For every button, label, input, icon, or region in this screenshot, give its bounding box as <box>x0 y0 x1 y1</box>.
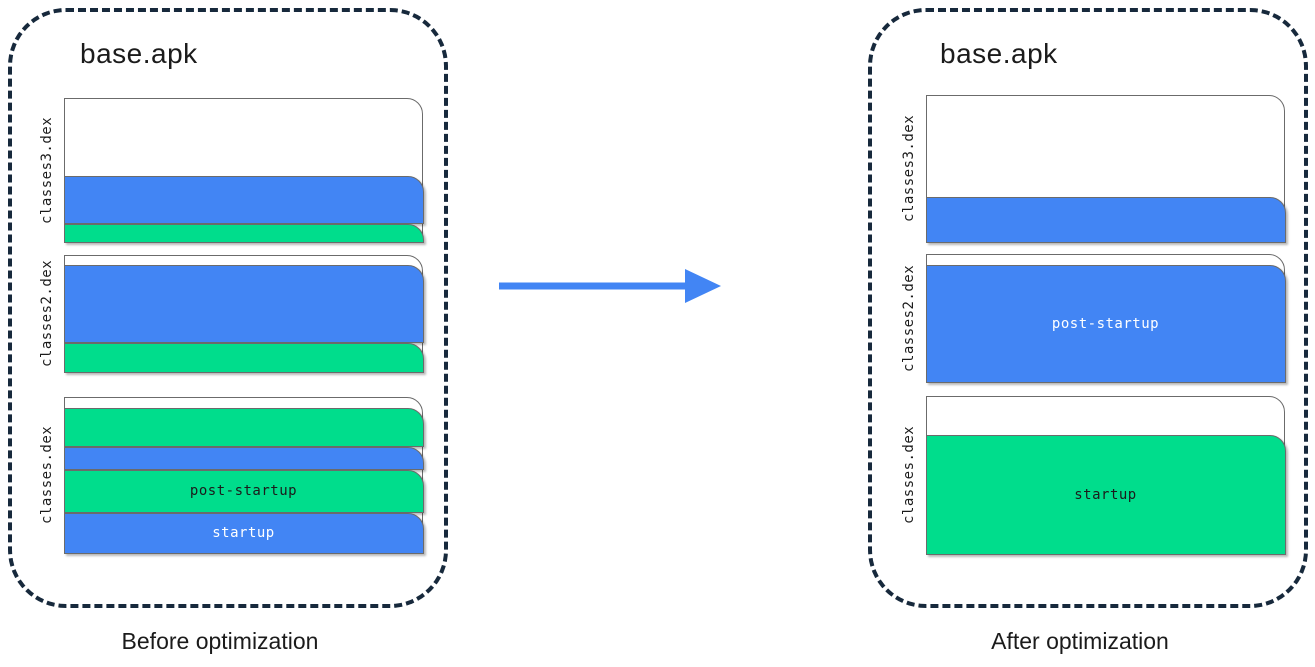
band-stack <box>63 175 424 243</box>
dex-group-before-classes2: classes2.dex <box>34 255 424 373</box>
band-startup-labeled: startup <box>925 434 1286 555</box>
dex-capacity-outline <box>63 98 424 243</box>
dex-label-classes2: classes2.dex <box>901 264 917 372</box>
dex-group-after-classes3: classes3.dex <box>896 95 1286 243</box>
apk-title-after: base.apk <box>940 38 1058 69</box>
band-startup <box>63 223 424 243</box>
band-stack <box>63 264 424 373</box>
caption-after: After optimization <box>991 628 1169 654</box>
band-startup <box>63 407 424 447</box>
band-post-startup <box>63 175 424 224</box>
dex-group-before-classes3: classes3.dex <box>34 98 424 243</box>
dex-group-before-classes: classes.dex post-startup startup <box>34 397 424 554</box>
dex-label-classes3: classes3.dex <box>901 114 917 223</box>
band-post-startup <box>63 264 424 343</box>
right-arrow-icon <box>499 269 721 303</box>
band-post-startup-labeled: post-startup <box>925 264 1286 383</box>
band-startup-labeled: post-startup <box>63 469 424 513</box>
band-stack: post-startup <box>925 264 1286 383</box>
band-post-startup <box>63 446 424 470</box>
band-startup <box>63 342 424 373</box>
band-stack: post-startup startup <box>63 407 424 554</box>
band-stack: startup <box>925 434 1286 555</box>
dex-group-after-classes: classes.dex startup <box>896 396 1286 555</box>
dex-capacity-outline: post-startup <box>925 254 1286 383</box>
caption-before: Before optimization <box>121 628 319 654</box>
dex-label-classes: classes.dex <box>901 425 917 525</box>
dex-label-classes3: classes3.dex <box>39 116 55 224</box>
apk-title-before: base.apk <box>80 38 198 69</box>
dex-capacity-outline <box>925 95 1286 243</box>
dex-label-classes: classes.dex <box>39 425 55 525</box>
dex-capacity-outline: startup <box>925 396 1286 555</box>
band-post-startup <box>925 196 1286 243</box>
band-stack <box>925 196 1286 243</box>
dex-label-classes2: classes2.dex <box>39 259 55 368</box>
band-post-startup-labeled: startup <box>63 512 424 554</box>
dex-capacity-outline: post-startup startup <box>63 397 424 554</box>
dex-capacity-outline <box>63 255 424 373</box>
dex-group-after-classes2: classes2.dex post-startup <box>896 254 1286 383</box>
